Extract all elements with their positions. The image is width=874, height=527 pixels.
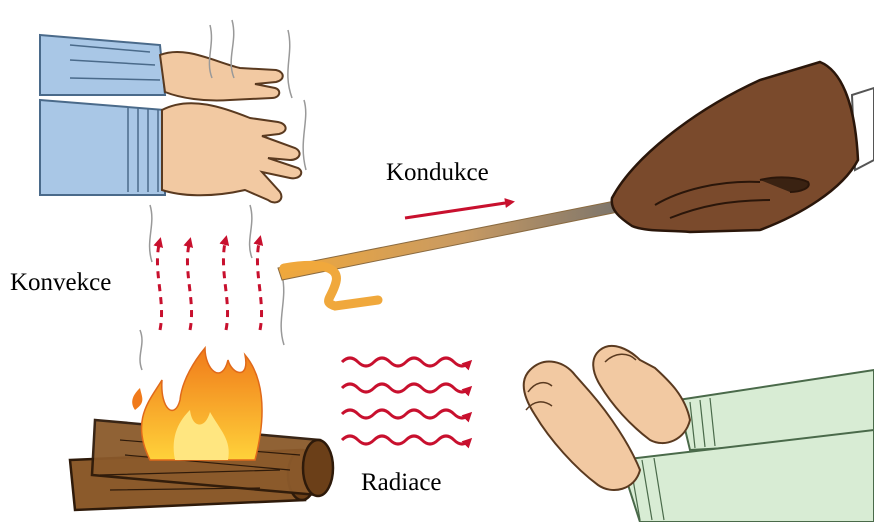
- conduction-label: Kondukce: [386, 160, 489, 185]
- heated-rod: [278, 196, 648, 306]
- gloved-hand-icon: [612, 62, 874, 232]
- hands-over-heat-icon: [40, 20, 306, 370]
- convection-label: Konvekce: [10, 270, 111, 295]
- campfire-icon: [70, 348, 333, 510]
- convection-arrows-icon: [157, 238, 261, 330]
- warming-hands-icon: [524, 346, 874, 522]
- conduction-arrow-icon: [405, 202, 512, 218]
- radiation-waves-icon: [342, 358, 470, 444]
- radiation-label: Radiace: [361, 470, 442, 495]
